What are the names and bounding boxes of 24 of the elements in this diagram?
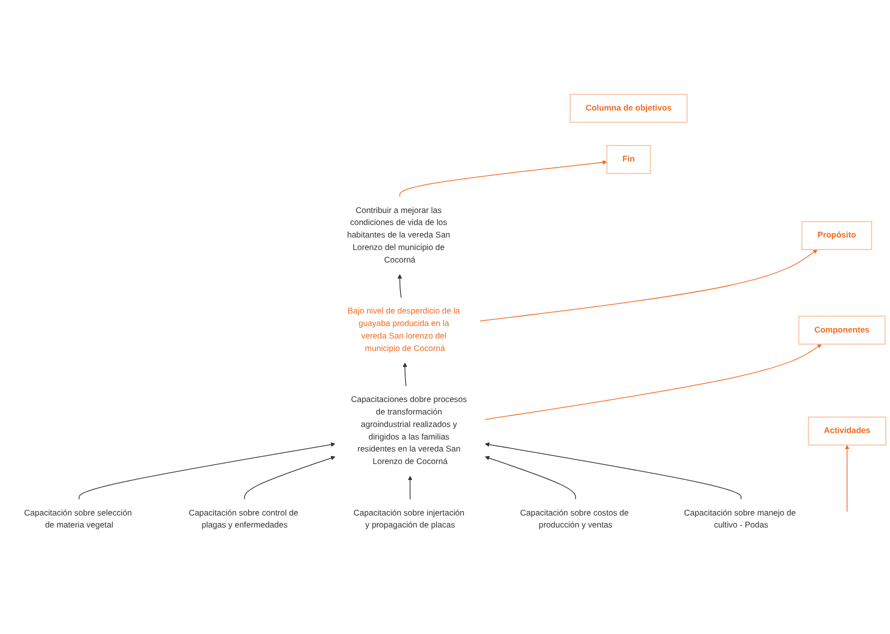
arrow bbox=[484, 456, 576, 500]
node-box: Actividades bbox=[808, 416, 886, 446]
arrow bbox=[484, 344, 822, 420]
node-text: Capacitación sobre costos de producción y ventas bbox=[520, 508, 629, 530]
node-text: Capacitación sobre control de plagas y enfermedades bbox=[188, 508, 298, 530]
arrow bbox=[78, 442, 336, 500]
arrow bbox=[398, 274, 402, 298]
arrow bbox=[408, 476, 412, 500]
node-text: Capacitación sobre injertación y propagación de placas bbox=[354, 508, 464, 530]
arrow bbox=[399, 160, 608, 198]
node-text: Capacitación sobre manejo de cultivo - Podas bbox=[684, 508, 796, 530]
arrow bbox=[402, 362, 408, 386]
node-text: Capacitación sobre selección de materia vegetal bbox=[24, 508, 132, 530]
arrow bbox=[244, 456, 336, 500]
arrow bbox=[484, 442, 742, 500]
node-box: Propósito bbox=[801, 221, 872, 250]
node-box: Fin bbox=[606, 145, 651, 174]
node-box: Columna de objetivos bbox=[570, 94, 688, 123]
arrow bbox=[480, 249, 818, 322]
arrow bbox=[844, 444, 850, 512]
node-text: Bajo nivel de desperdicio de la guayaba producida en la vereda San lorenzo del municipio de Cocorná bbox=[348, 306, 460, 353]
node-text: Contribuir a mejorar las condiciones de vida de los habitantes de la vereda San Lorenzo del municipio de Cocorná bbox=[347, 206, 450, 265]
node-text: Capacitaciones dobre procesos de transformación agroindustrial realizados y dirigidos a las familias residentes en la vereda San Lorenzo de Cocorná bbox=[351, 395, 467, 466]
node-box: Componentes bbox=[798, 316, 886, 345]
